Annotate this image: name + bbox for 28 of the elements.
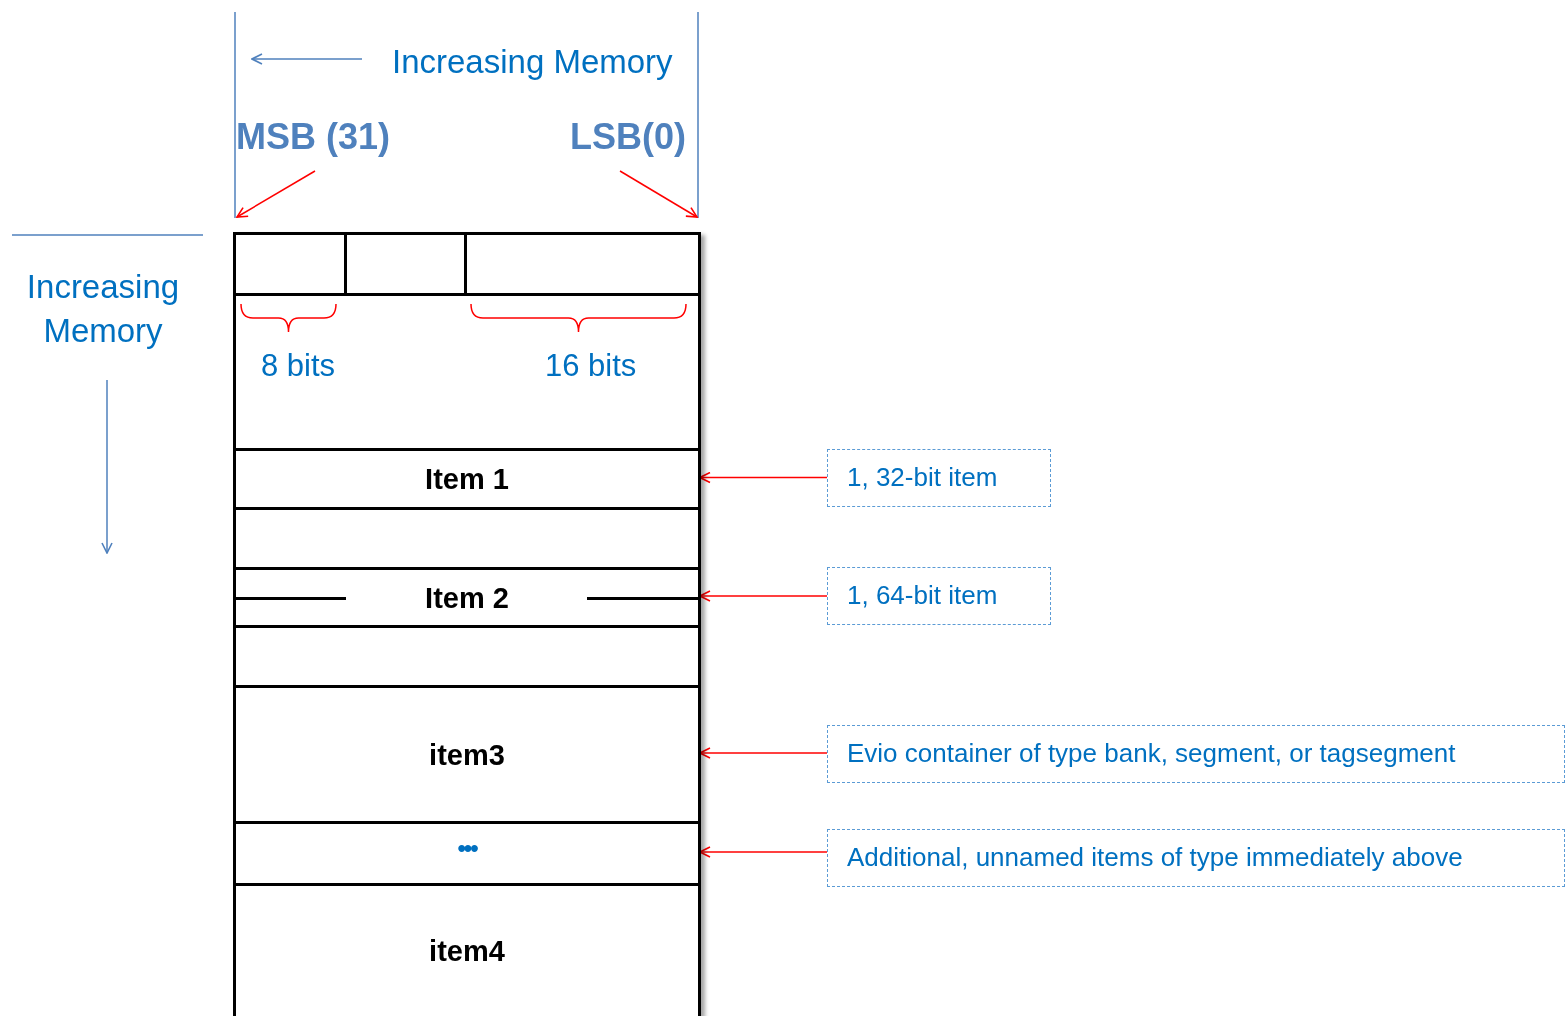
header-field [236, 235, 347, 296]
callout-box [827, 567, 1051, 625]
axis-label: Increasing Memory [25, 267, 181, 351]
bit-position-label: MSB (31) [236, 116, 391, 158]
ellipsis-mark: ••• [457, 834, 477, 862]
bit-width-label: 8 bits [261, 348, 336, 384]
callout-text: Evio container of type bank, segment, or tagsegment [847, 738, 1456, 769]
arrow [699, 590, 828, 602]
callout-text: 1, 64-bit item [847, 580, 998, 611]
header-field [347, 235, 467, 296]
arrow [619, 170, 698, 218]
bit-position-label: LSB(0) [570, 116, 686, 158]
callout-box [827, 829, 1565, 887]
item-label: Item 1 [425, 463, 509, 496]
arrow [236, 170, 316, 218]
item-label: Item 2 [425, 581, 509, 615]
axis-label: Increasing Memory [392, 42, 673, 82]
item-label: item4 [429, 935, 505, 968]
bit-width-label: 16 bits [545, 348, 637, 384]
arrow [699, 471, 828, 484]
callout-text: Additional, unnamed items of type immediately above [847, 842, 1463, 873]
arrow [699, 747, 828, 759]
callout-box [827, 449, 1051, 507]
item-label: item3 [429, 738, 505, 772]
callout-text: 1, 32-bit item [847, 462, 998, 493]
arrow [699, 846, 828, 858]
memory-column [233, 232, 701, 1016]
callout-box [827, 725, 1565, 783]
